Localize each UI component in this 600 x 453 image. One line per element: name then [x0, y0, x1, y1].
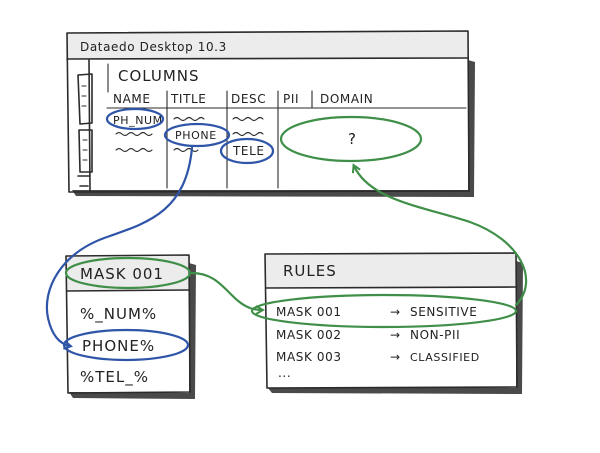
- rule-mask-1: MASK 001: [276, 305, 342, 319]
- rules-box-divider: [265, 286, 517, 289]
- mask-box-shadow: [189, 263, 196, 398]
- mask-pattern-2[interactable]: PHONE%: [82, 337, 155, 355]
- cell-squiggle: [115, 131, 153, 137]
- rules-box: RULES MASK 001 → SENSITIVE MASK 002 → NO…: [250, 252, 523, 394]
- rules-box-shadow-bottom: [268, 388, 522, 394]
- col-header-domain[interactable]: DOMAIN: [320, 92, 373, 106]
- cell-squiggle: [173, 147, 199, 153]
- mask-box-shadow-bottom: [69, 392, 195, 399]
- cell-squiggle: [232, 131, 264, 137]
- window-title: Dataedo Desktop 10.3: [80, 40, 227, 54]
- nav-strip-divider: [88, 59, 91, 192]
- rule-row-3[interactable]: MASK 003 → CLASSIFIED: [276, 350, 480, 364]
- col-header-desc[interactable]: DESC: [231, 92, 266, 106]
- highlight-domain: [279, 115, 423, 163]
- cell-squiggle: [232, 116, 264, 122]
- rule-row-2[interactable]: MASK 002 → NON-PII: [276, 328, 460, 342]
- rules-box-header-bg: [265, 253, 516, 288]
- connector-mask-to-rule: [188, 271, 262, 310]
- mask-box-header-bg: [66, 255, 189, 291]
- rule-label-3: CLASSIFIED: [410, 351, 480, 364]
- cell-squiggle: [115, 147, 153, 153]
- rules-box-shadow: [516, 261, 523, 393]
- cell-domain-unknown[interactable]: ?: [348, 130, 357, 148]
- rule-arrow-1: →: [390, 305, 401, 319]
- cell-squiggle: [173, 116, 205, 122]
- nav-tab-1[interactable]: [77, 73, 93, 125]
- mask-box-divider: [66, 289, 190, 292]
- highlight-ph-num: [105, 107, 165, 131]
- rules-box-frame: [264, 252, 518, 389]
- rule-arrow-2: →: [390, 328, 401, 342]
- app-window: Dataedo Desktop 10.3 COLUMNS NAME TITLE …: [66, 30, 475, 197]
- cell-title-phone[interactable]: PHONE: [175, 129, 217, 142]
- col-header-pii[interactable]: PII: [283, 92, 299, 106]
- rule-label-1: SENSITIVE: [410, 305, 477, 319]
- highlight-rule-1: [250, 293, 518, 329]
- rule-label-2: NON-PII: [410, 328, 460, 342]
- rules-box-title: RULES: [283, 262, 337, 280]
- mask-box-title: MASK 001: [80, 265, 164, 283]
- cell-name-ph-num[interactable]: PH_NUM: [113, 114, 163, 127]
- col-header-title[interactable]: TITLE: [170, 92, 206, 106]
- titlebar-divider: [66, 57, 469, 60]
- mask-box: MASK 001 %_NUM% PHONE% %TEL_%: [62, 254, 196, 399]
- mask-pattern-3[interactable]: %TEL_%: [80, 368, 149, 387]
- connector-phone-to-pattern: [45, 146, 194, 346]
- window-frame: [66, 30, 470, 193]
- rule-row-1[interactable]: MASK 001 → SENSITIVE: [276, 305, 477, 319]
- window-shadow-right: [468, 60, 475, 196]
- window-titlebar-bg: [67, 31, 468, 59]
- highlight-tele: [219, 137, 275, 165]
- connector-rule-to-domain: [354, 166, 528, 307]
- mask-pattern-1[interactable]: %_NUM%: [80, 305, 157, 324]
- cell-desc-tele[interactable]: TELE: [232, 144, 265, 158]
- highlight-phone: [163, 122, 231, 148]
- nav-strip-marks: [77, 175, 91, 187]
- rule-mask-3: MASK 003: [276, 350, 342, 364]
- columns-panel-title: COLUMNS: [118, 67, 200, 85]
- rule-arrow-3: →: [390, 350, 401, 364]
- rules-more: ...: [278, 366, 291, 380]
- nav-tab-2[interactable]: [78, 129, 93, 173]
- rule-mask-2: MASK 002: [276, 328, 342, 342]
- col-header-name[interactable]: NAME: [113, 92, 151, 106]
